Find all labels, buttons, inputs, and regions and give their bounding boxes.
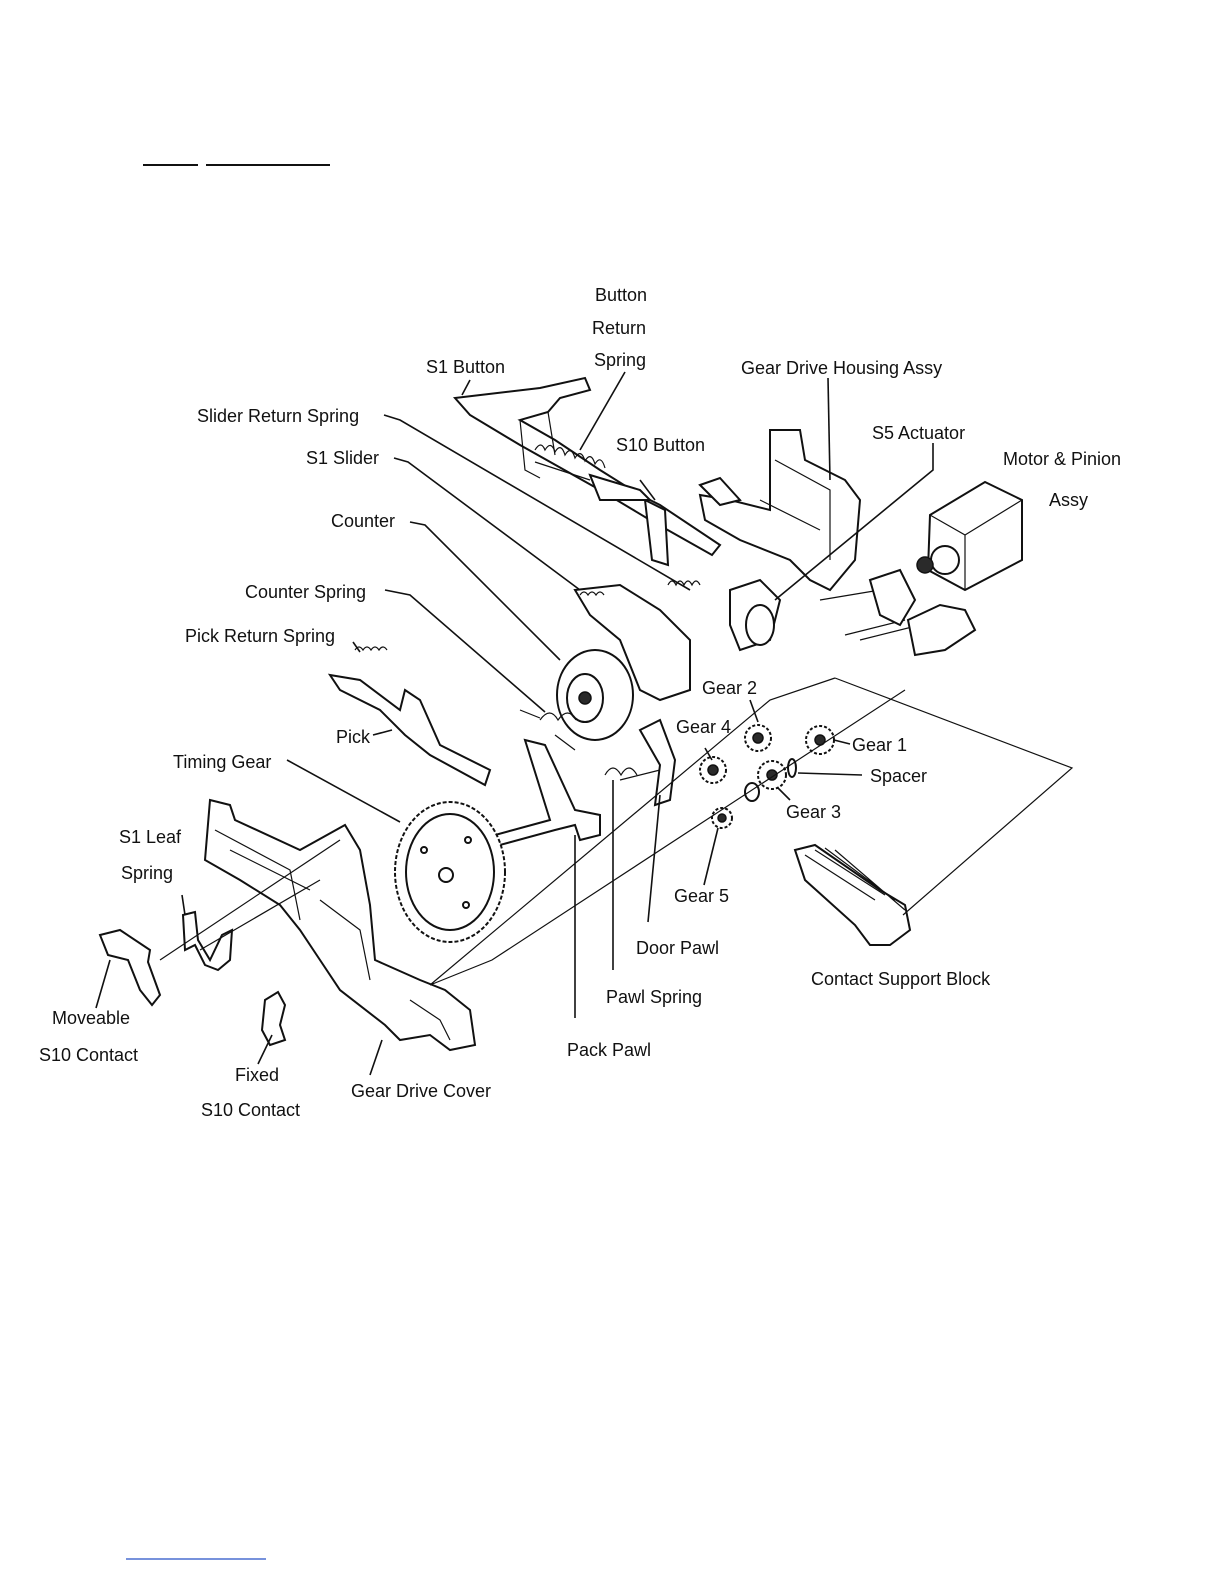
counter-spring-part <box>519 709 577 751</box>
label-door-pawl: Door Pawl <box>636 938 719 958</box>
label-moveable-s10-2: S10 Contact <box>39 1045 138 1065</box>
gear-drive-cover-part <box>203 798 477 1052</box>
label-pick: Pick <box>336 727 371 747</box>
label-pawl-spring: Pawl Spring <box>606 987 702 1007</box>
gear-1-part <box>805 725 835 755</box>
label-button-return-spring-3: Spring <box>594 350 646 370</box>
pick-part <box>327 646 492 787</box>
label-gear-3: Gear 3 <box>786 802 841 822</box>
gear-drive-housing-part <box>698 429 862 592</box>
spacer-part <box>787 758 797 778</box>
pack-pawl-part <box>493 738 601 847</box>
label-motor-pinion-1: Motor & Pinion <box>1003 449 1121 469</box>
label-counter-spring: Counter Spring <box>245 582 366 602</box>
label-counter: Counter <box>331 511 395 531</box>
motor-pinion-part <box>916 480 1023 592</box>
label-timing-gear: Timing Gear <box>173 752 271 772</box>
shafts-part <box>819 568 921 641</box>
label-s1-slider: S1 Slider <box>306 448 379 468</box>
label-pick-return-spring: Pick Return Spring <box>185 626 335 646</box>
label-button-return-spring-2: Return <box>592 318 646 338</box>
gear-5-part <box>711 807 733 829</box>
pawl-spring-part <box>604 767 661 781</box>
label-slider-return-spring: Slider Return Spring <box>197 406 359 426</box>
label-gear-5: Gear 5 <box>674 886 729 906</box>
fixed-s10-contact-part <box>260 990 287 1047</box>
label-button-return-spring-1: Button <box>595 285 647 305</box>
moveable-s10-contact-part <box>98 928 162 1007</box>
label-gear-4: Gear 4 <box>676 717 731 737</box>
label-moveable-s10-1: Moveable <box>52 1008 130 1028</box>
s1-leaf-spring-part <box>181 910 234 972</box>
gear-4-part <box>699 756 727 784</box>
label-gear-1: Gear 1 <box>852 735 907 755</box>
s5-actuator-part <box>729 578 782 652</box>
counter-part <box>556 649 634 741</box>
label-s1-leaf-spring-2: Spring <box>121 863 173 883</box>
label-gear-drive-cover: Gear Drive Cover <box>351 1081 491 1101</box>
s10-button-part <box>588 473 653 501</box>
button-return-spring-part <box>534 444 606 481</box>
gear-2-part <box>744 724 772 752</box>
label-s1-button: S1 Button <box>426 357 505 377</box>
contact-support-block-part <box>793 843 912 946</box>
timing-gear-part <box>394 801 506 943</box>
label-fixed-s10-2: S10 Contact <box>201 1100 300 1120</box>
s1-slider-part <box>573 583 691 702</box>
label-motor-pinion-2: Assy <box>1049 490 1088 510</box>
door-pawl-part <box>638 718 677 807</box>
label-pack-pawl: Pack Pawl <box>567 1040 651 1060</box>
label-gear-2: Gear 2 <box>702 678 757 698</box>
label-s1-leaf-spring-1: S1 Leaf <box>119 827 182 847</box>
label-spacer: Spacer <box>870 766 927 786</box>
label-gear-drive-housing-assy: Gear Drive Housing Assy <box>741 358 942 378</box>
label-fixed-s10-1: Fixed <box>235 1065 279 1085</box>
slider-return-spring-part <box>667 580 701 587</box>
label-s10-button: S10 Button <box>616 435 705 455</box>
label-contact-support-block: Contact Support Block <box>811 969 991 989</box>
s1-button-part <box>452 376 722 567</box>
housing-bracket-part <box>906 603 977 657</box>
label-s5-actuator: S5 Actuator <box>872 423 965 443</box>
